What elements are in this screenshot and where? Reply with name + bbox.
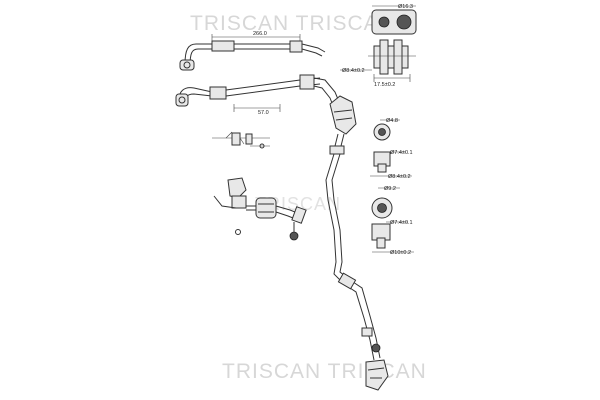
dim-lower-length: 57.0	[233, 104, 281, 116]
label-outer-b: Ø10±0.2	[390, 250, 411, 256]
dim-main-length: 266.0	[211, 31, 301, 41]
label-outer-dia-a: Ø8.4±0.2	[388, 174, 411, 180]
label-inner-b: Ø7.4±0.1	[390, 220, 413, 226]
central-muffler	[329, 95, 357, 155]
watermark-bottom: TRISCAN TRISCAN	[222, 360, 427, 383]
label-thread-a: Ø7.4±0.1	[390, 150, 413, 156]
clip-detail	[212, 131, 270, 149]
label-lower-length: 57.0	[258, 110, 269, 116]
watermark-top: TRISCAN TRISCAN	[190, 12, 395, 35]
label-outer-dia-top: Ø8.4±0.2	[342, 68, 365, 74]
lower-hose	[175, 74, 341, 109]
descending-pipe	[325, 153, 389, 391]
label-main-length: 266.0	[253, 31, 267, 37]
upper-hose	[179, 40, 326, 71]
end-fitting-detail-a: Ø4.8 Ø7.4±0.1 Ø8.4±0.2	[370, 118, 413, 180]
label-hole-dia-a: Ø4.8	[386, 118, 398, 124]
label-fitting-top: Ø16.3	[398, 4, 413, 10]
label-fitting-width: 17.5±0.2	[374, 82, 395, 88]
end-fitting-detail-b: Ø9.2 Ø7.4±0.1 Ø10±0.2	[371, 186, 414, 256]
fitting-detail-top: Ø16.3 17.5±0.2 Ø8.4±0.2	[340, 4, 417, 88]
filter-drier-assembly	[213, 177, 307, 241]
label-hole-dia-b: Ø9.2	[384, 186, 396, 192]
